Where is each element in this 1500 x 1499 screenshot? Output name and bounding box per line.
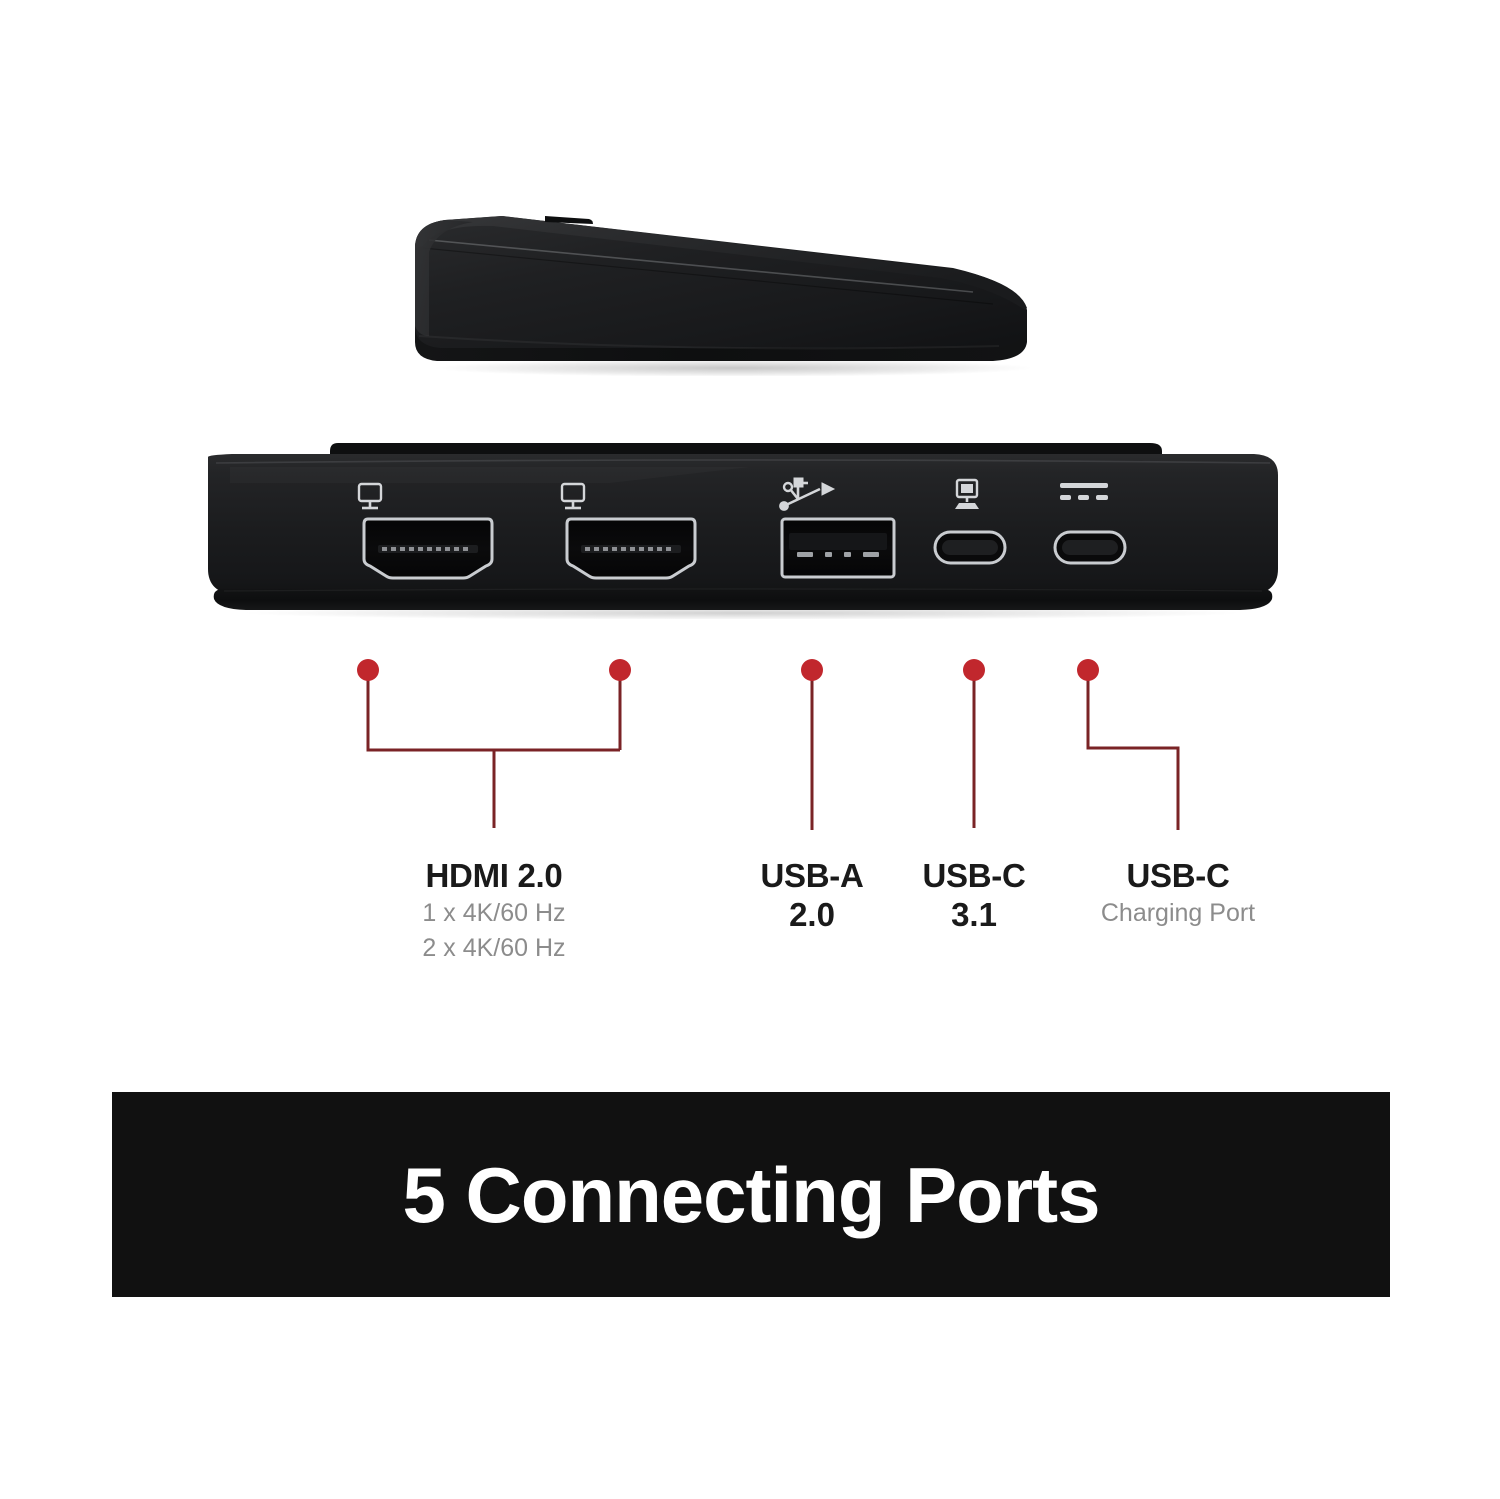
banner-headline: 5 Connecting Ports (402, 1150, 1100, 1239)
callout-usb-c-31: USB-C 3.1 (874, 857, 1074, 935)
dc-power-icon (1060, 483, 1108, 500)
side-view-shadow (433, 359, 1033, 377)
callout-hdmi: HDMI 2.0 1 x 4K/60 Hz 2 x 4K/60 Hz (294, 857, 694, 967)
leader-dot-hdmi-right (609, 659, 631, 681)
callout-hdmi-sub-2: 2 x 4K/60 Hz (422, 934, 566, 963)
leader-dot-usb-a (801, 659, 823, 681)
side-view-rim-highlight (418, 335, 1000, 350)
callout-usb-c-31-title: USB-C (922, 857, 1026, 894)
port-panel-base (213, 589, 1273, 610)
product-side-profile-view (393, 196, 1053, 377)
callout-usb-a-title: USB-A (760, 857, 864, 894)
port-usb-a (779, 477, 896, 579)
side-view-top-nub (545, 216, 593, 224)
usb-a-tongue (789, 533, 887, 550)
hdmi-pins-1 (382, 547, 468, 551)
port-hdmi-1 (357, 482, 494, 580)
side-view-seam-shadow (422, 247, 994, 305)
usb-trident-icon (779, 477, 836, 511)
product-port-panel-view (190, 437, 1295, 620)
side-view-top-bevel (415, 216, 1027, 310)
leader-dots (357, 659, 1099, 681)
port-usb-c-2 (1053, 483, 1127, 565)
leader-dot-usb-c-31 (963, 659, 985, 681)
leader-hdmi-left (366, 672, 620, 752)
callout-hdmi-sub-1: 1 x 4K/60 Hz (422, 898, 566, 927)
usb-c-tongue-1 (942, 540, 998, 555)
callout-usb-c-charging: USB-C Charging Port (1053, 857, 1303, 931)
port-hdmi-2 (560, 482, 697, 580)
usb-c-tongue-2 (1062, 540, 1118, 555)
side-view-left-cap (415, 220, 473, 336)
leader-dot-hdmi-left (357, 659, 379, 681)
leader-usb-c-charging (1086, 672, 1180, 830)
callout-usb-c-charging-title: USB-C (1126, 857, 1230, 894)
display-monitor-icon (357, 482, 383, 510)
leader-dot-usb-c-charging (1077, 659, 1099, 681)
callout-usb-a-sub-1: 2.0 (789, 895, 835, 933)
bottom-banner: 5 Connecting Ports (112, 1092, 1390, 1297)
callout-usb-c-charging-sub-1: Charging Port (1100, 898, 1256, 927)
port-panel-top-highlight (215, 459, 1271, 464)
side-profile-illustration (415, 216, 1033, 377)
side-view-body (415, 216, 1027, 348)
display-monitor-icon (560, 482, 586, 510)
port-panel-illustration (208, 443, 1278, 620)
port-panel-base-highlight (223, 588, 1263, 592)
side-view-seam-highlight (428, 239, 974, 293)
port-usb-c-1 (933, 478, 1007, 565)
callout-hdmi-title: HDMI 2.0 (425, 857, 563, 894)
hdmi-pins-2 (585, 547, 671, 551)
usb-a-contacts (797, 552, 879, 557)
callout-usb-c-31-sub-1: 3.1 (951, 895, 997, 933)
callout-usb-a: USB-A 2.0 (712, 857, 912, 935)
laptop-computer-icon (955, 478, 979, 509)
